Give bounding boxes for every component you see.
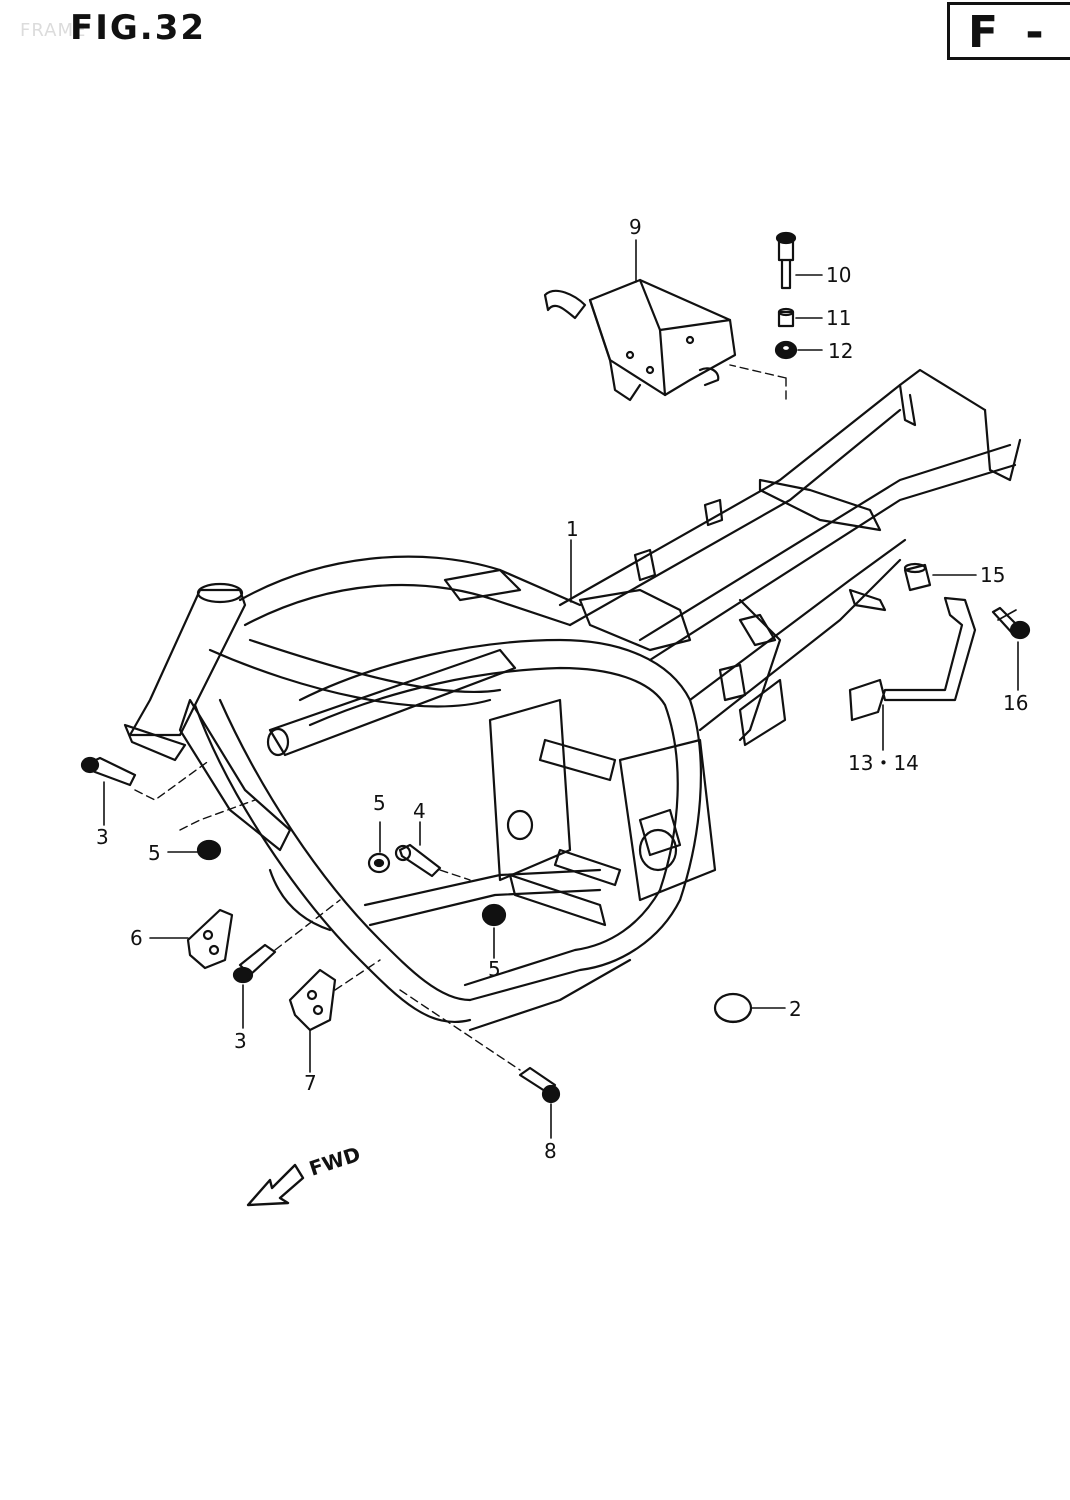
callout-6: 6 (130, 926, 143, 950)
callout-15: 15 (980, 563, 1005, 587)
callout-4: 4 (413, 799, 426, 823)
faded-frame-text: FRAME (20, 20, 87, 41)
callout-1: 1 (566, 517, 579, 541)
callout-3-lower: 3 (234, 1029, 247, 1053)
section-code-box: F - (947, 2, 1070, 60)
forward-arrow: FWD (246, 1142, 363, 1207)
callout-13-14: 13・14 (848, 751, 919, 775)
callout-10: 10 (826, 263, 851, 287)
section-code: F - (968, 7, 1050, 58)
callout-labels: 1 2 3 3 4 5 5 5 6 7 8 9 10 11 12 13・14 1… (96, 215, 1028, 1163)
callout-5-left: 5 (148, 841, 161, 865)
callout-12: 12 (828, 339, 853, 363)
main-frame (123, 368, 1022, 1032)
leader-lines (103, 239, 1019, 1139)
callout-5-center: 5 (373, 791, 386, 815)
callout-3-upper: 3 (96, 825, 109, 849)
callout-7: 7 (304, 1071, 317, 1095)
hardware-parts (80, 231, 1031, 1104)
callout-2: 2 (789, 997, 802, 1021)
battery-holder (543, 278, 737, 402)
figure-label: FIG.32 (70, 8, 207, 48)
callout-8: 8 (544, 1139, 557, 1163)
fwd-label: FWD (306, 1142, 363, 1181)
callout-11: 11 (826, 306, 851, 330)
callout-16: 16 (1003, 691, 1028, 715)
callout-9: 9 (629, 215, 642, 239)
dashed-alignment-lines (134, 364, 787, 1071)
callout-5-lower: 5 (488, 957, 501, 981)
